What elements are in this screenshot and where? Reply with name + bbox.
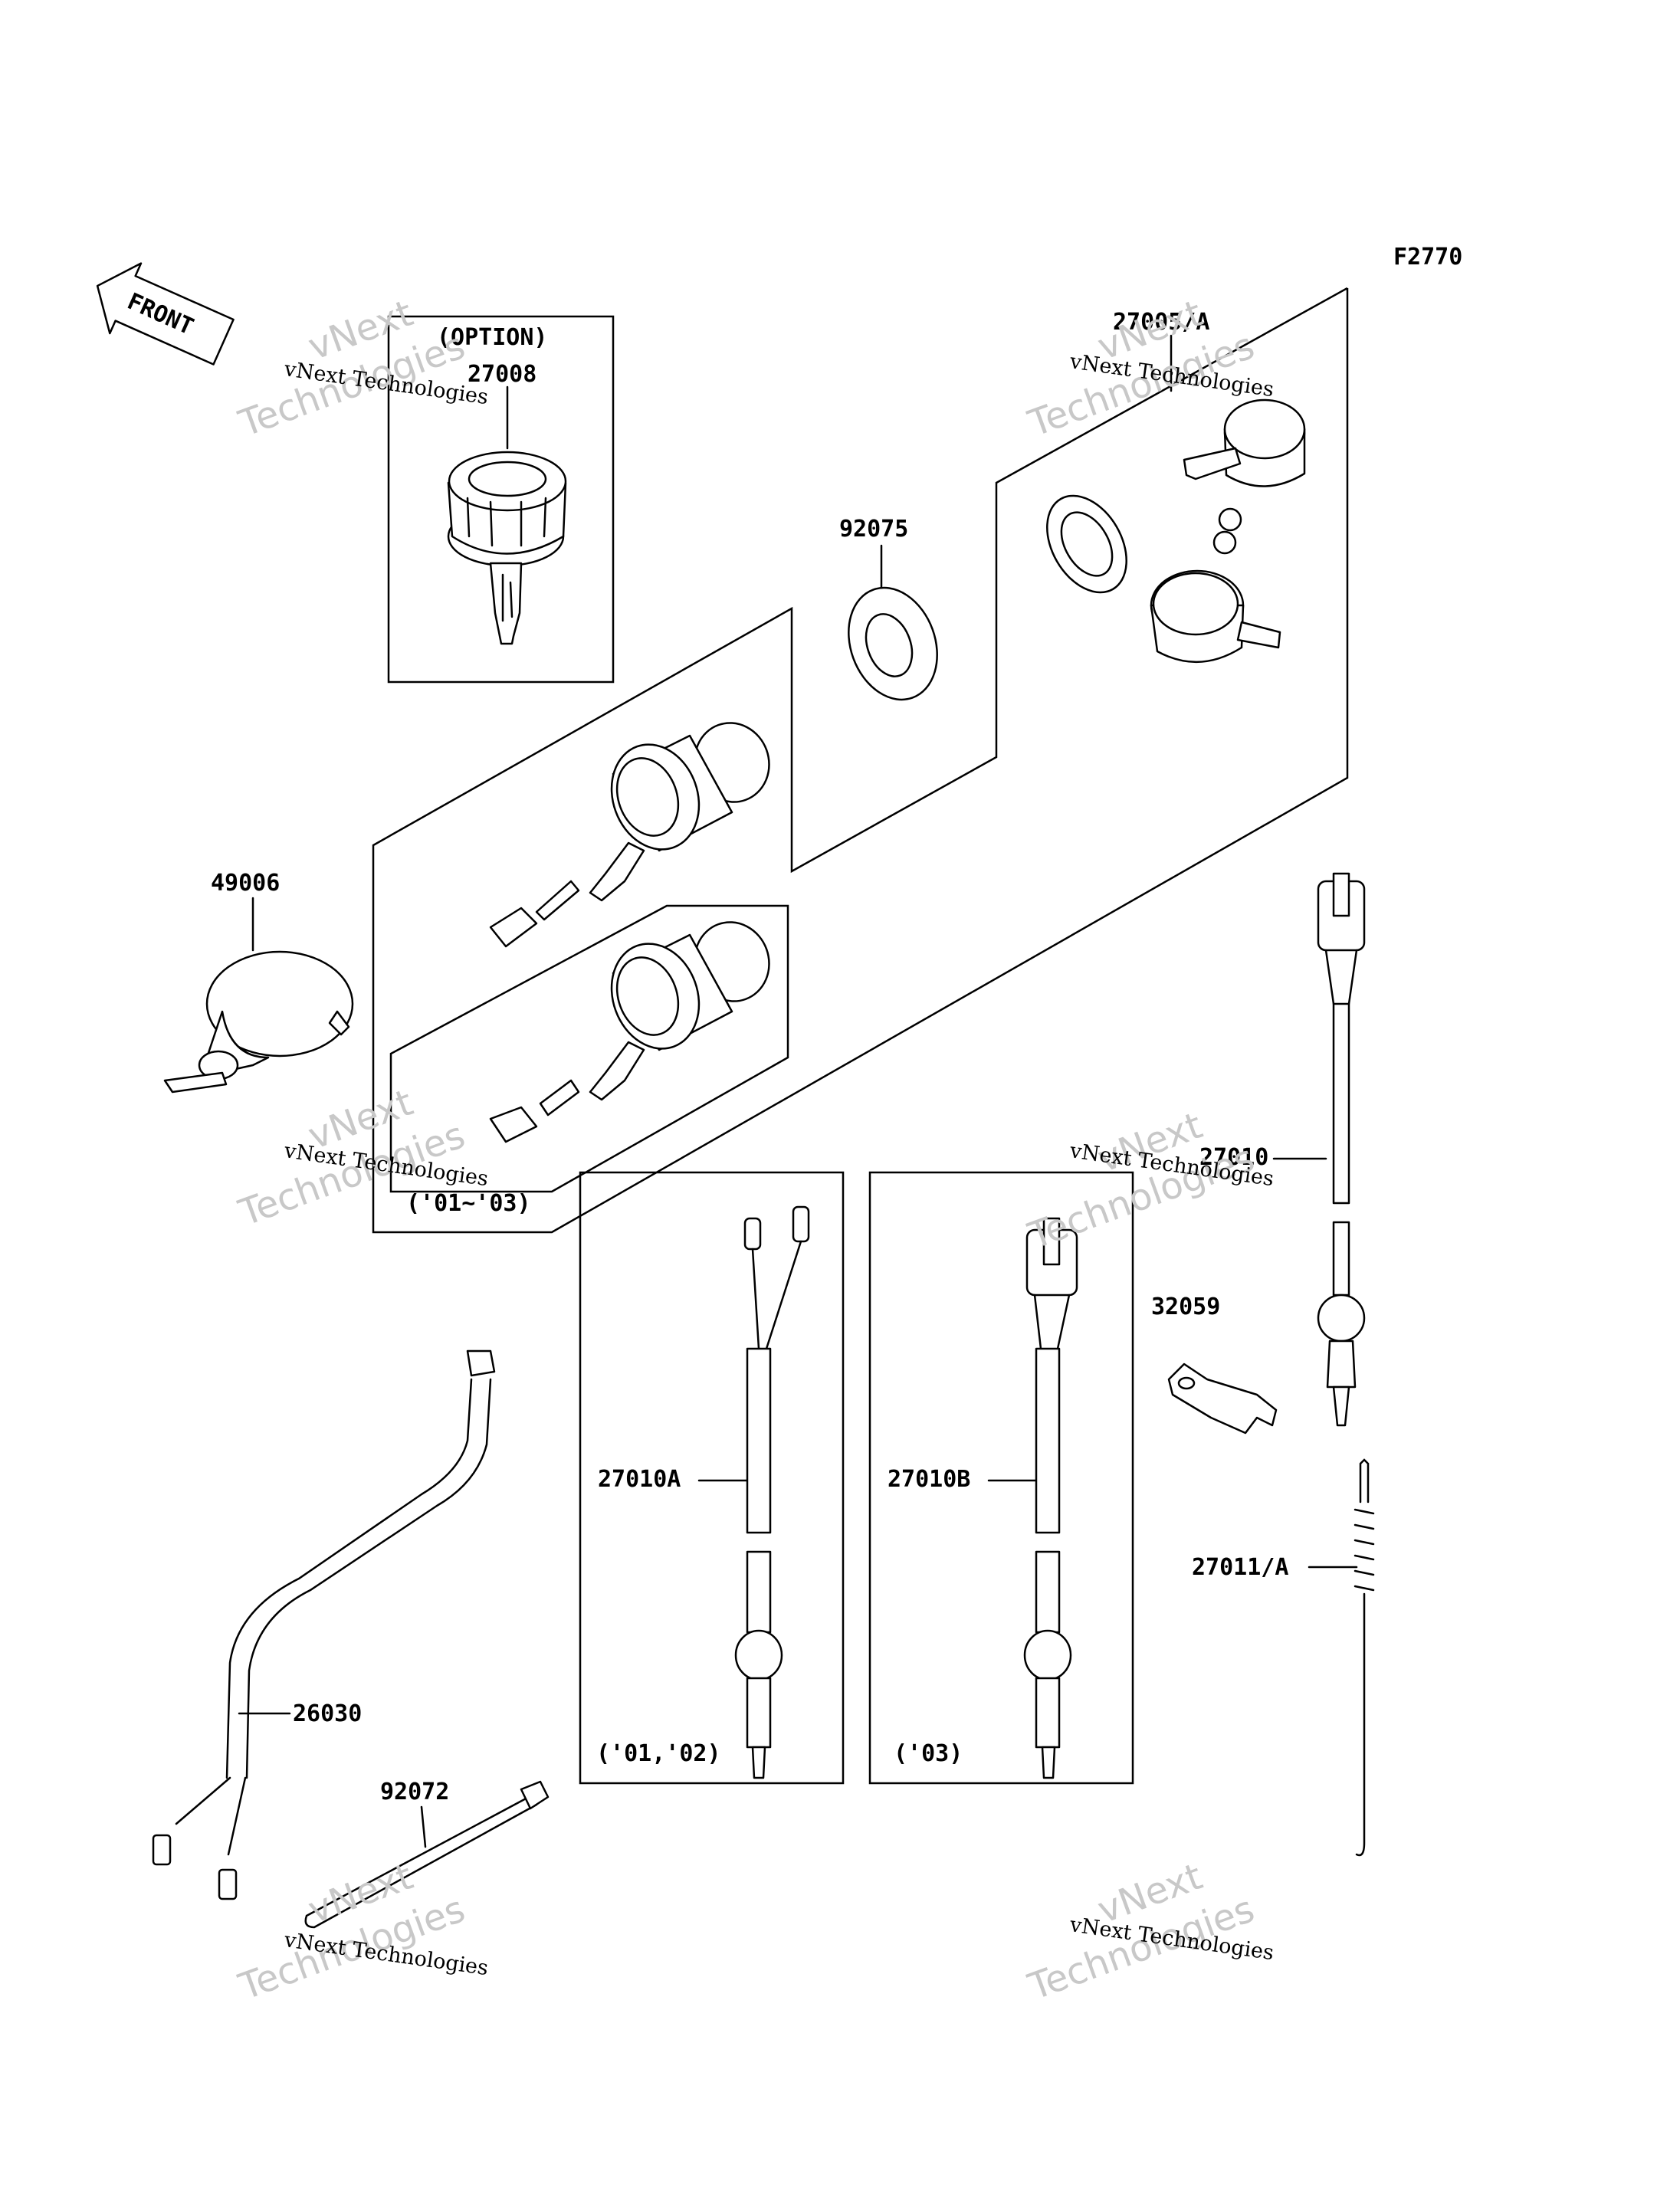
- part-label-26030: 26030: [293, 1700, 362, 1727]
- part-label-27011a: 27011/A: [1192, 1554, 1288, 1581]
- ring-icon-92075: [848, 586, 938, 701]
- spring-icon-27011a: [1354, 1458, 1375, 1857]
- switch-icon-27010: [1317, 872, 1366, 1427]
- switch-variant-year: ('01~'03): [406, 1190, 531, 1217]
- switch-assembly-frame: [372, 287, 1349, 1234]
- part-label-49006: 49006: [211, 870, 280, 897]
- watermark-top-left: vNext Technologies vNext Technologies: [233, 292, 490, 446]
- switch-icon-27010b: [1023, 1217, 1078, 1779]
- part-label-92072: 92072: [380, 1779, 449, 1805]
- switch-a-year: ('01,'02): [596, 1740, 721, 1767]
- part-label-27010b: 27010B: [888, 1466, 970, 1493]
- option-frame: [387, 315, 615, 684]
- front-arrow-icon: FRONT: [96, 262, 235, 366]
- ignition-switch-icon-upper: [489, 722, 770, 948]
- option-label: (OPTION): [437, 324, 548, 351]
- part-label-32059: 32059: [1151, 1294, 1220, 1320]
- part-label-27008: 27008: [468, 361, 536, 388]
- switch-a-frame: [579, 1171, 845, 1785]
- buzzer-icon-49006: [163, 950, 354, 1094]
- part-label-27005a: 27005/A: [1113, 309, 1209, 336]
- switch-icon-27010a: [734, 1205, 810, 1779]
- ignition-switch-icon-lower: [489, 921, 770, 1143]
- lock-icon-27005a: [1046, 398, 1306, 663]
- part-label-27010: 27010: [1199, 1144, 1268, 1171]
- harness-icon-26030: [152, 1349, 496, 1900]
- watermark-bottom-right: vNext Technologies vNext Technologies: [1022, 1855, 1275, 2009]
- tie-strap-icon-92072: [304, 1780, 550, 1929]
- switch-variant-frame: [389, 904, 789, 1193]
- bracket-icon-32059: [1167, 1362, 1278, 1435]
- switch-b-frame: [868, 1171, 1134, 1785]
- watermark-middle-right: vNext Technologies vNext Technologies: [1022, 1104, 1275, 1258]
- key-icon-27008: [447, 451, 567, 645]
- switch-b-year: ('03): [894, 1740, 963, 1767]
- part-label-92075: 92075: [839, 516, 908, 543]
- figure-code: F2770: [1393, 244, 1462, 271]
- watermark-bottom-left: vNext Technologies vNext Technologies: [233, 1855, 490, 2009]
- part-label-27010a: 27010A: [598, 1466, 681, 1493]
- leader-92072: [420, 1805, 427, 1848]
